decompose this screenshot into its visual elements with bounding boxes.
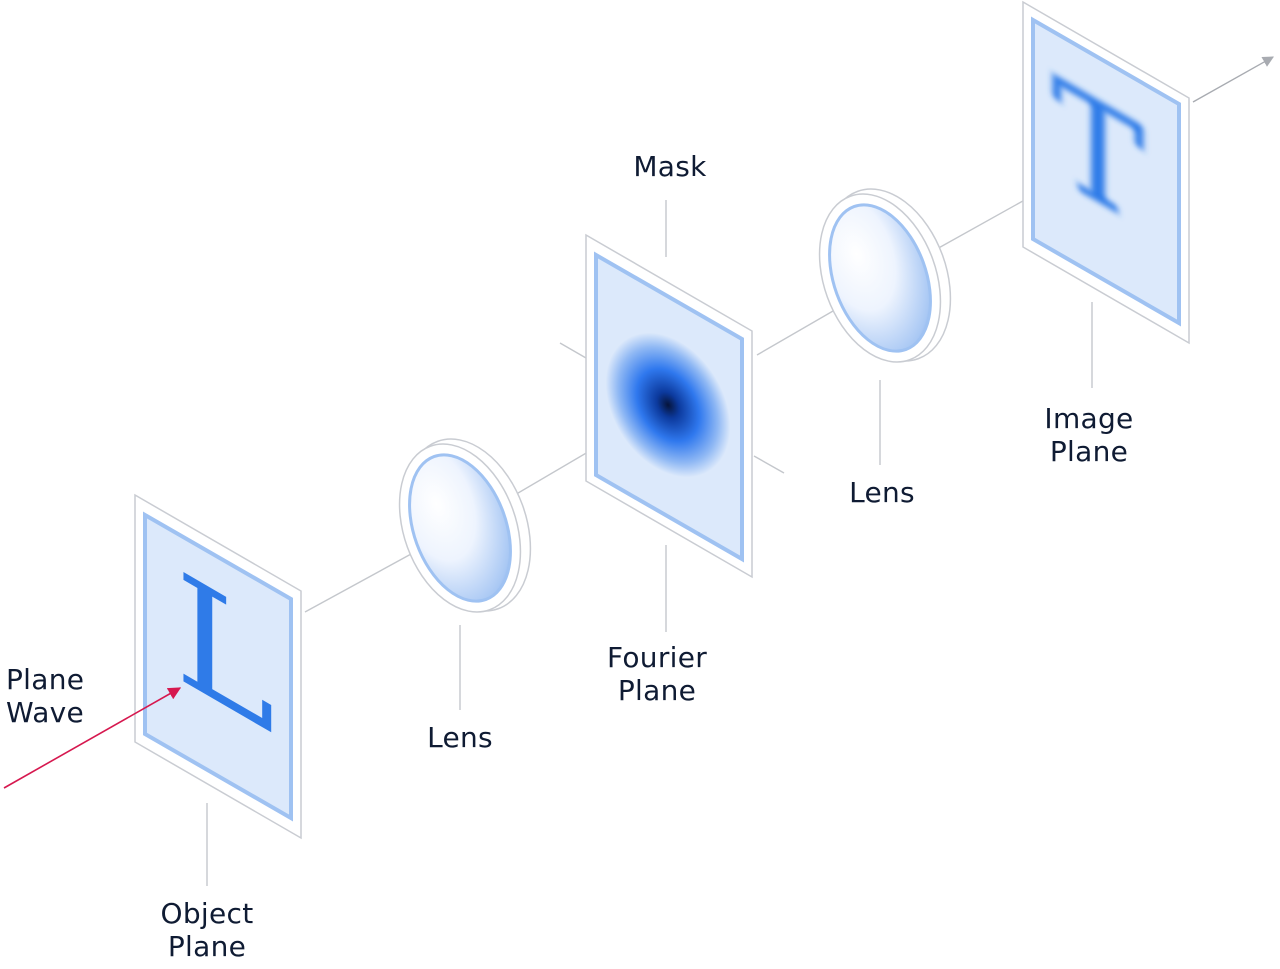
fourier-plane-label-line: Plane: [617, 674, 697, 707]
lens-2-label: Lens: [849, 476, 915, 509]
fourier-plane-label-line: Fourier: [606, 641, 708, 674]
lens-1-glass: [408, 453, 512, 603]
plane-wave-label-line: Plane: [6, 663, 85, 696]
image-plane-label: Image Plane: [1019, 402, 1159, 468]
image-plane-label-line: Plane: [1049, 435, 1129, 468]
object-plane: L: [134, 493, 302, 840]
image-plane: T: [1022, 0, 1190, 345]
object-plane-label-line: Object: [160, 897, 254, 930]
mask-label: Mask: [633, 150, 707, 183]
mask-spot: [605, 332, 731, 478]
plane-wave-arrow: [3, 687, 182, 789]
fourier-plane: [559, 233, 785, 579]
lens-1-label: Lens: [427, 721, 493, 754]
lens-1: [398, 438, 532, 613]
image-plane-label-line: Image: [1044, 402, 1134, 435]
fourier-tick: [753, 455, 785, 474]
image-plane-panel: [1031, 16, 1181, 327]
object-plane-panel: [143, 511, 293, 822]
lens-2: [818, 188, 952, 363]
lens-2-glass: [828, 203, 932, 353]
plane-wave-label: Plane Wave: [6, 663, 84, 729]
fourier-tick: [559, 342, 587, 359]
output-arrow: [1192, 56, 1274, 103]
fourier-plane-label: Fourier Plane: [587, 641, 727, 707]
object-plane-label-line: Plane: [167, 930, 247, 963]
object-plane-label: Object Plane: [137, 897, 277, 963]
leader-lines: [206, 200, 1093, 886]
plane-wave-label-line: Wave: [6, 696, 85, 729]
